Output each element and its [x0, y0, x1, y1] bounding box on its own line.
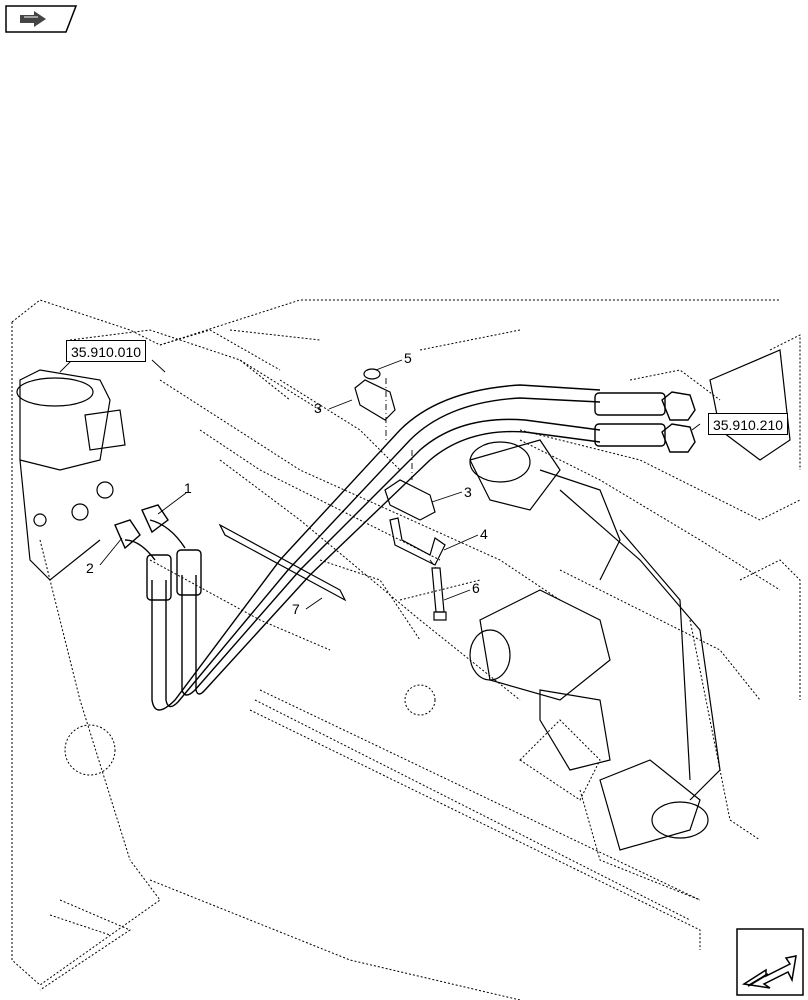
previous-page-arrow-icon[interactable]: [4, 4, 78, 34]
reference-box-right[interactable]: 35.910.210: [708, 413, 788, 435]
callout-7: 7: [292, 601, 300, 617]
next-page-arrow-icon[interactable]: [736, 928, 804, 996]
nut: [363, 368, 381, 380]
callout-2: 2: [86, 560, 94, 576]
frame-outlines: [11, 299, 801, 1000]
upper-clamp-half: [354, 379, 396, 421]
reference-box-left[interactable]: 35.910.010: [66, 340, 146, 362]
solid-parts: [16, 349, 791, 851]
callout-3-upper: 3: [314, 400, 322, 416]
callout-5: 5: [404, 350, 412, 366]
callout-3-lower: 3: [464, 484, 472, 500]
callout-4: 4: [480, 526, 488, 542]
bolt: [431, 567, 445, 613]
protective-strip: [218, 523, 347, 602]
callout-1: 1: [184, 480, 192, 496]
clamp-hardware: [218, 368, 447, 621]
callout-6: 6: [472, 580, 480, 596]
hydraulic-hoses: [114, 384, 696, 711]
lower-clamp-half: [384, 479, 436, 521]
clamp-plate: [389, 517, 446, 566]
leader-lines: [59, 359, 701, 610]
